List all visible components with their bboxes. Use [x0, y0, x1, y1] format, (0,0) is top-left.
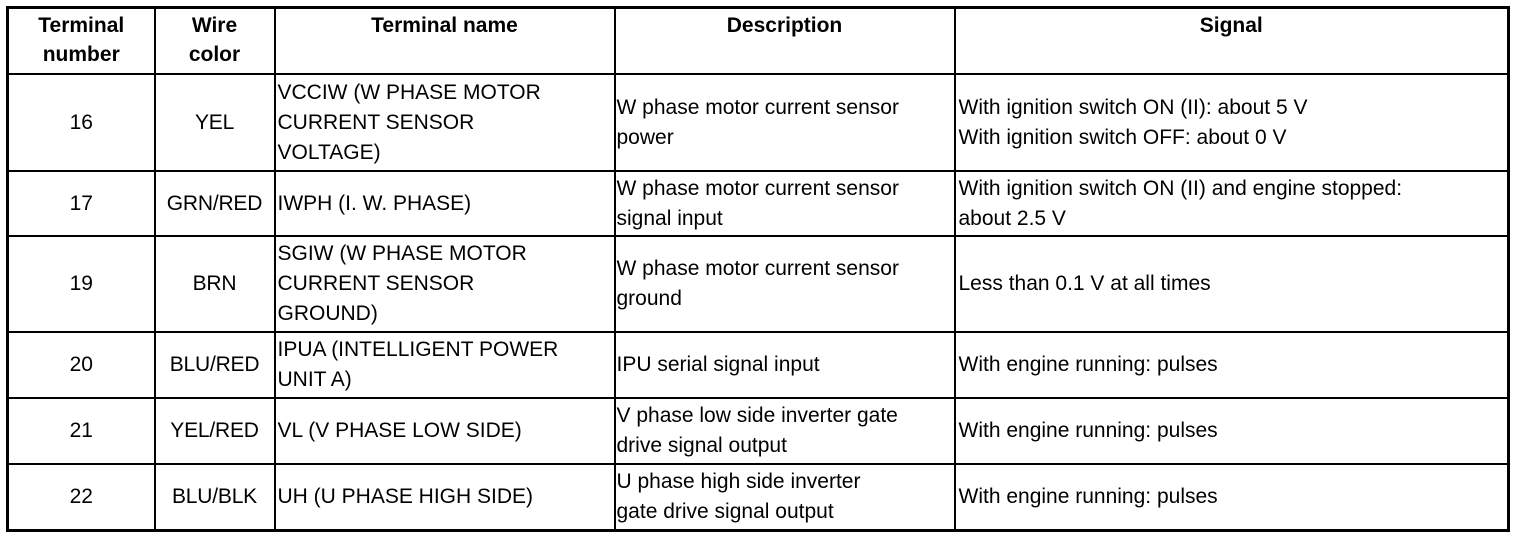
- table-row: 21 YEL/RED VL (V PHASE LOW SIDE) V phase…: [6, 397, 1510, 465]
- terminal-number-cell: 20: [6, 331, 156, 399]
- header-description: Description: [613, 6, 956, 75]
- terminal-name-cell: IPUA (INTELLIGENT POWER UNIT A): [273, 331, 616, 399]
- description-cell: W phase motor current sensor power: [613, 73, 956, 172]
- table-row: 16 YEL VCCIW (W PHASE MOTOR CURRENT SENS…: [6, 73, 1510, 172]
- signal-cell: Less than 0.1 V at all times: [953, 235, 1510, 333]
- terminal-name-cell: VCCIW (W PHASE MOTOR CURRENT SENSOR VOLT…: [273, 73, 616, 172]
- description-cell: W phase motor current sensor signal inpu…: [613, 170, 956, 237]
- header-wire-color: Wire color: [153, 6, 276, 75]
- table-row: 19 BRN SGIW (W PHASE MOTOR CURRENT SENSO…: [6, 235, 1510, 333]
- terminal-table: Terminal number Wire color Terminal name…: [6, 6, 1510, 532]
- terminal-number-cell: 16: [6, 73, 156, 172]
- description-cell: W phase motor current sensor ground: [613, 235, 956, 333]
- terminal-number-cell: 19: [6, 235, 156, 333]
- wire-color-cell: BRN: [153, 235, 276, 333]
- wire-color-cell: GRN/RED: [153, 170, 276, 237]
- description-cell: V phase low side inverter gate drive sig…: [613, 397, 956, 465]
- table-row: 22 BLU/BLK UH (U PHASE HIGH SIDE) U phas…: [6, 463, 1510, 532]
- terminal-number-cell: 17: [6, 170, 156, 237]
- terminal-number-cell: 21: [6, 397, 156, 465]
- wire-color-cell: BLU/BLK: [153, 463, 276, 532]
- terminal-name-cell: UH (U PHASE HIGH SIDE): [273, 463, 616, 532]
- terminal-name-cell: VL (V PHASE LOW SIDE): [273, 397, 616, 465]
- signal-cell: With engine running: pulses: [953, 463, 1510, 532]
- wire-color-cell: YEL/RED: [153, 397, 276, 465]
- header-terminal-number: Terminal number: [6, 6, 156, 75]
- terminal-name-cell: IWPH (I. W. PHASE): [273, 170, 616, 237]
- table-row: 17 GRN/RED IWPH (I. W. PHASE) W phase mo…: [6, 170, 1510, 237]
- signal-cell: With engine running: pulses: [953, 397, 1510, 465]
- table-header-row: Terminal number Wire color Terminal name…: [6, 6, 1510, 75]
- wire-color-cell: YEL: [153, 73, 276, 172]
- description-cell: IPU serial signal input: [613, 331, 956, 399]
- header-terminal-name: Terminal name: [273, 6, 616, 75]
- header-signal: Signal: [953, 6, 1510, 75]
- description-cell: U phase high side inverter gate drive si…: [613, 463, 956, 532]
- signal-cell: With engine running: pulses: [953, 331, 1510, 399]
- signal-cell: With ignition switch ON (II): about 5 V …: [953, 73, 1510, 172]
- signal-cell: With ignition switch ON (II) and engine …: [953, 170, 1510, 237]
- table-row: 20 BLU/RED IPUA (INTELLIGENT POWER UNIT …: [6, 331, 1510, 399]
- terminal-number-cell: 22: [6, 463, 156, 532]
- wire-color-cell: BLU/RED: [153, 331, 276, 399]
- terminal-name-cell: SGIW (W PHASE MOTOR CURRENT SENSOR GROUN…: [273, 235, 616, 333]
